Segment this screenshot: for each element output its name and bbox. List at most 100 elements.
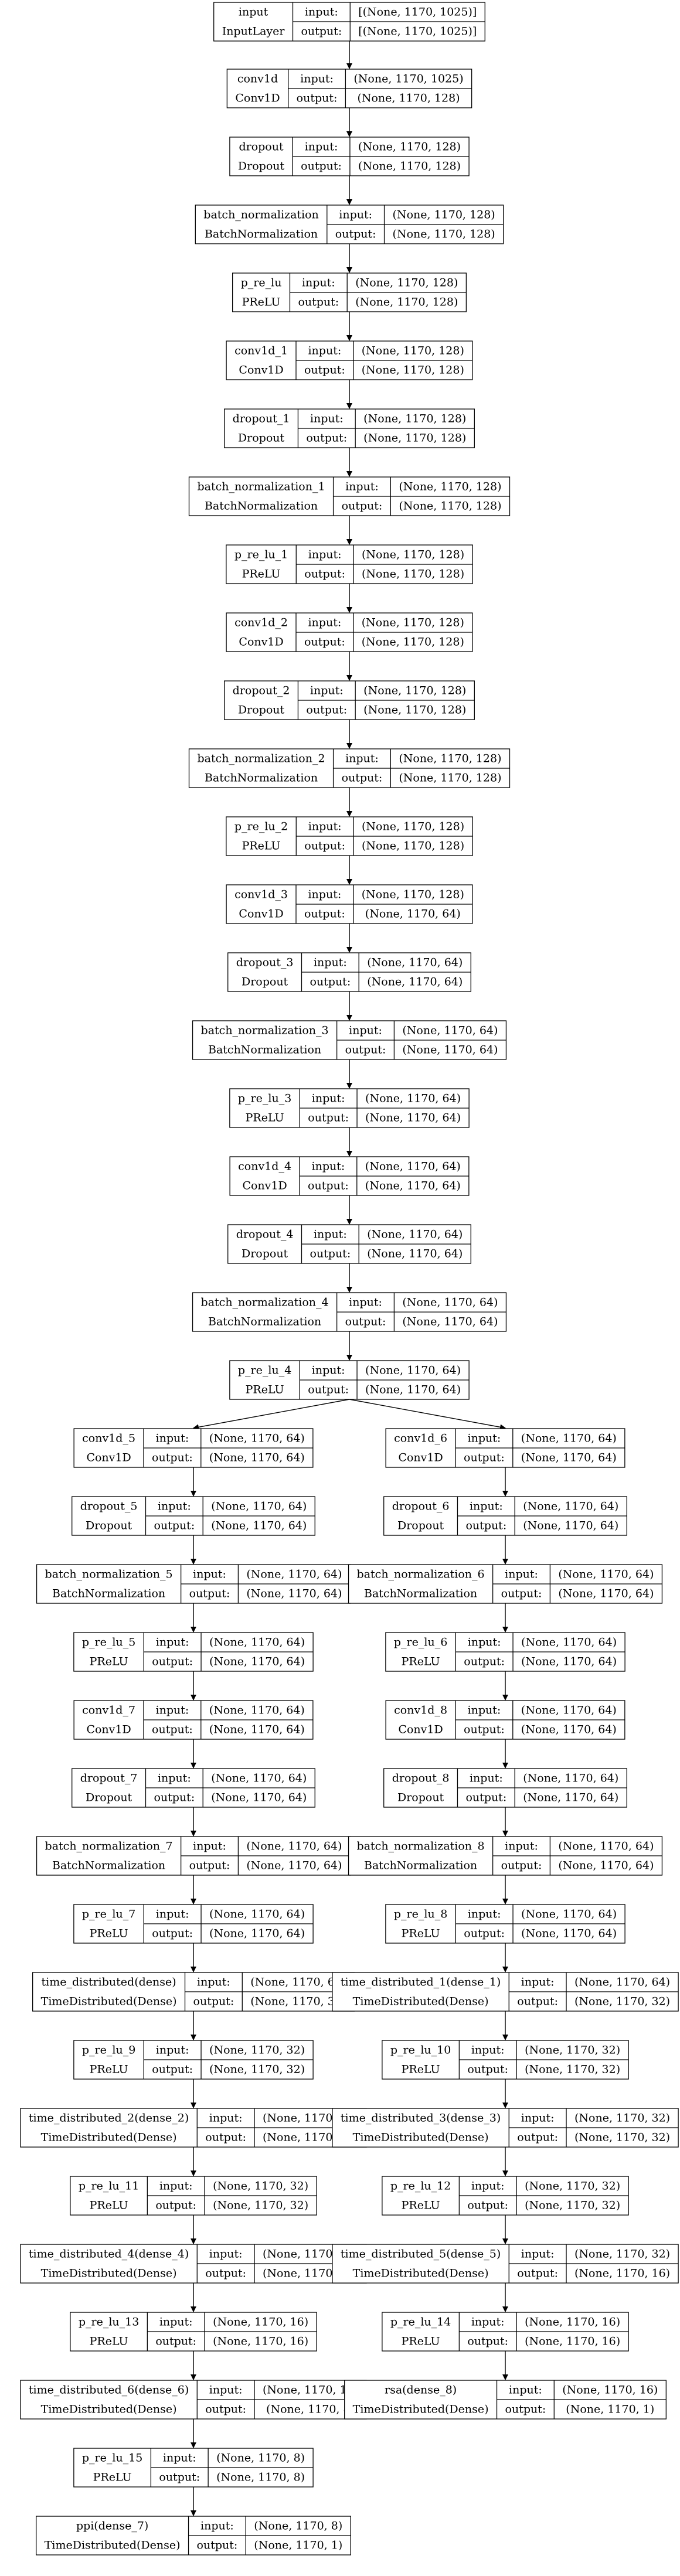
output-shape: (None, 1170, 16) [213, 2335, 308, 2348]
input-shape: (None, 1170, 64) [521, 1432, 617, 1445]
layer-name: p_re_lu_9 [82, 2044, 135, 2057]
output-label: output: [205, 2403, 246, 2416]
layer-node-bn_7: batch_normalization_7BatchNormalizationi… [36, 1836, 351, 1876]
output-label: output: [304, 568, 345, 581]
layer-name: p_re_lu_6 [394, 1636, 447, 1649]
layer-type: Dropout [397, 1519, 444, 1532]
input-label: input: [209, 2112, 243, 2125]
output-label: output: [189, 1859, 230, 1872]
layer-type: Conv1D [242, 1180, 287, 1192]
input-label: input: [159, 2180, 193, 2193]
output-shape: (None, 1170, 128) [393, 228, 495, 241]
edge-arrow [349, 1399, 506, 1430]
layer-type: TimeDistributed(Dense) [353, 2403, 489, 2416]
layer-type: Dropout [397, 1791, 444, 1804]
input-label: input: [470, 1772, 503, 1785]
output-label: output: [342, 772, 383, 785]
layer-type: PReLU [402, 2335, 440, 2348]
layer-name: p_re_lu_11 [79, 2180, 139, 2193]
layer-node-td6: time_distributed_6(dense_6)TimeDistribut… [20, 2380, 367, 2420]
layer-type: TimeDistributed(Dense) [41, 1995, 177, 2008]
layer-name: batch_normalization_6 [357, 1568, 485, 1581]
layer-type: PReLU [246, 1384, 284, 1396]
layer-name: p_re_lu_13 [79, 2316, 139, 2329]
input-label: input: [468, 1636, 501, 1649]
layer-name: conv1d_7 [82, 1704, 135, 1717]
input-label: input: [345, 481, 379, 493]
output-shape: (None, 1170, 8) [266, 2403, 355, 2416]
layer-name: p_re_lu [241, 277, 282, 289]
layer-name: dropout_3 [236, 956, 294, 969]
output-label: output: [197, 2539, 238, 2552]
input-shape: (None, 1170, 16) [562, 2384, 658, 2397]
layer-type: TimeDistributed(Dense) [41, 2131, 177, 2144]
layer-type: PReLU [90, 2199, 128, 2212]
layer-node-td2: time_distributed_2(dense_2)TimeDistribut… [20, 2108, 367, 2148]
input-label: input: [339, 209, 372, 222]
output-shape: (None, 1170, 64) [367, 1248, 463, 1260]
output-label: output: [306, 704, 347, 717]
output-label: output: [501, 1587, 542, 1600]
input-label: input: [349, 1296, 382, 1309]
output-shape: (None, 1170, 128) [399, 772, 501, 785]
input-shape: (None, 1170, 32) [574, 2112, 670, 2125]
input-label: input: [521, 2248, 555, 2261]
input-label: input: [156, 1636, 189, 1649]
layer-name: conv1d_2 [234, 616, 288, 629]
input-label: input: [156, 1704, 189, 1717]
input-shape: (None, 1170, 128) [358, 141, 461, 154]
layer-type: Conv1D [239, 364, 283, 377]
input-shape: (None, 1170, 8) [254, 2520, 342, 2533]
layer-name: p_re_lu_2 [234, 820, 288, 833]
layer-type: TimeDistributed(Dense) [45, 2539, 181, 2552]
layer-name: conv1d_4 [238, 1160, 291, 1173]
layer-type: PReLU [90, 1655, 128, 1668]
input-shape: (None, 1170, 128) [399, 752, 501, 765]
input-label: input: [305, 6, 338, 19]
output-label: output: [154, 1519, 195, 1532]
output-shape: (None, 1170, 64) [246, 1587, 342, 1600]
layer-type: PReLU [402, 1655, 440, 1668]
input-shape: (None, 1170, 64) [574, 1976, 670, 1989]
output-label: output: [297, 92, 338, 105]
output-label: output: [189, 1587, 230, 1600]
layer-name: p_re_lu_8 [394, 1908, 447, 1921]
layer-name: time_distributed_3(dense_3) [341, 2112, 501, 2125]
layer-type: TimeDistributed(Dense) [41, 2403, 177, 2416]
input-shape: (None, 1170, 64) [367, 1228, 463, 1241]
input-label: input: [310, 684, 344, 697]
output-shape: (None, 1170, 64) [365, 1180, 461, 1192]
output-label: output: [308, 1384, 349, 1396]
layer-type: BatchNormalization [364, 1587, 477, 1600]
layer-type: PReLU [93, 2471, 132, 2484]
layer-node-td5: time_distributed_5(dense_5)TimeDistribut… [332, 2244, 679, 2284]
input-shape: [(None, 1170, 1025)] [358, 6, 477, 19]
output-shape: (None, 1170, 128) [362, 364, 464, 377]
layer-node-td_dense_2: time_distributed(dense)TimeDistributed(D… [32, 1972, 355, 2012]
layer-name: p_re_lu_7 [82, 1908, 135, 1921]
output-label: output: [517, 2131, 558, 2144]
layer-type: Dropout [238, 432, 285, 445]
output-shape: (None, 1170, 32) [213, 2199, 308, 2212]
output-label: output: [152, 1723, 193, 1736]
output-label: output: [304, 840, 345, 853]
input-shape: (None, 1170, 8) [216, 2452, 305, 2465]
layer-name: dropout_4 [236, 1228, 294, 1241]
input-shape: (None, 1170, 64) [558, 1568, 654, 1581]
output-label: output: [304, 636, 345, 649]
